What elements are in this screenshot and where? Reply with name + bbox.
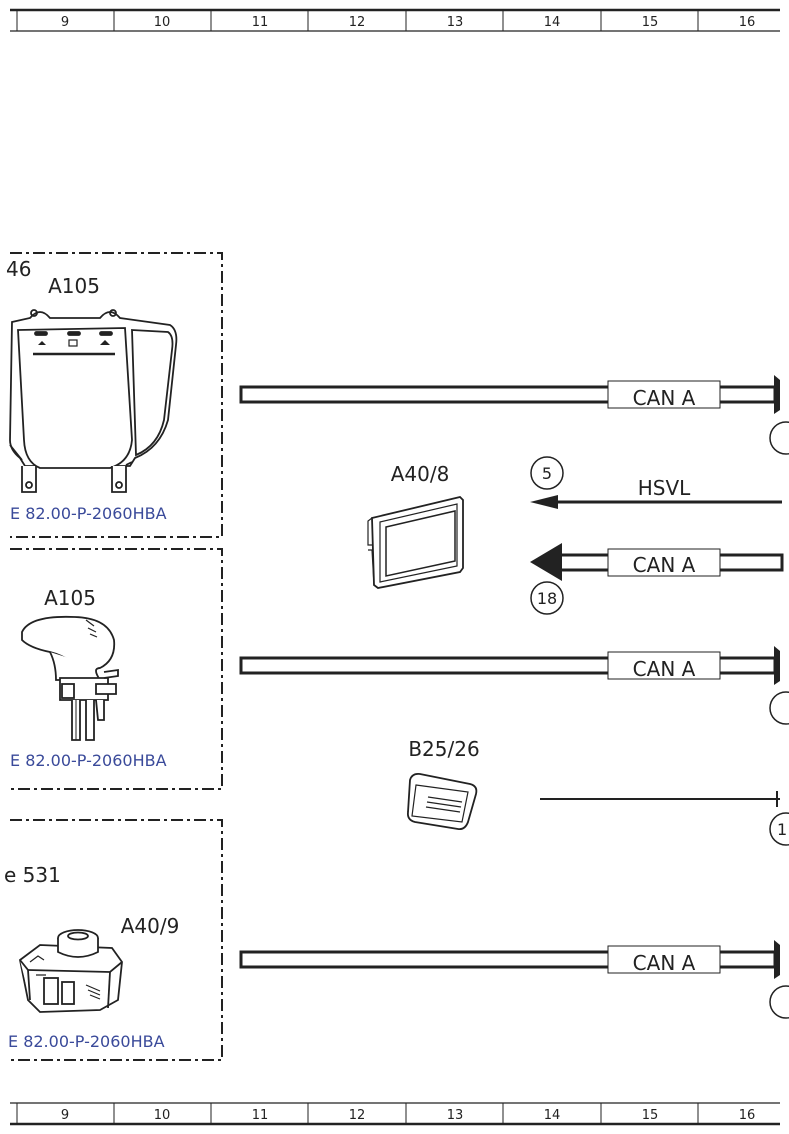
right-edge-markers: [769, 421, 789, 1019]
component-label: A105: [48, 274, 100, 298]
sensor-unit: B25/26: [406, 737, 780, 831]
ruler-label: 16: [739, 15, 756, 30]
can-label: CAN A: [633, 951, 696, 975]
display-screen-icon: [367, 496, 464, 589]
gear-selector-lever-icon: [21, 615, 119, 741]
ruler-label: 10: [154, 15, 171, 30]
can-label: CAN A: [633, 386, 696, 410]
can-bus-1: CAN A: [239, 375, 780, 414]
can-label: CAN A: [633, 553, 696, 577]
ruler-label: 11: [252, 15, 269, 30]
ruler-label: 12: [349, 15, 366, 30]
ruler-label: 9: [61, 15, 69, 30]
circle-marker: [769, 985, 789, 1019]
circle-marker: [769, 691, 789, 725]
can-label: CAN A: [633, 657, 696, 681]
circle-marker: [769, 421, 789, 455]
panel-top-label: e 531: [4, 863, 61, 887]
panel-a40-9: e 531 A40/9 E 82.00-P-2060HBA: [4, 863, 179, 1051]
display-unit: A40/8: [367, 462, 464, 589]
can-bus-4: CAN A: [239, 940, 780, 979]
doc-link[interactable]: E 82.00-P-2060HBA: [8, 1032, 165, 1051]
control-unit-icon: [19, 929, 123, 1013]
circle-marker: [530, 581, 564, 615]
component-label: A105: [44, 586, 96, 610]
ruler-label: 16: [739, 1108, 756, 1123]
can-bus-2: CAN A: [530, 543, 784, 581]
doc-link[interactable]: E 82.00-P-2060HBA: [10, 504, 167, 523]
ruler-label: 12: [349, 1108, 366, 1123]
panel-a105-overhead: 46 A105 E 82.00-P-2060HBA: [6, 257, 178, 523]
ruler-label: 13: [447, 1108, 464, 1123]
ruler-label: 14: [544, 15, 561, 30]
ruler-label: 10: [154, 1108, 171, 1123]
ruler-label: 15: [642, 15, 659, 30]
top-ruler: 9 10 11 12 13 14 15 16: [10, 8, 780, 32]
component-label: A40/8: [391, 462, 450, 486]
hsvl-label: HSVL: [638, 476, 691, 500]
sensor-icon: [406, 772, 478, 831]
circle-number: 1: [777, 820, 787, 839]
ruler-label: 11: [252, 1108, 269, 1123]
panel-a105-lever: A105 E 82.00-P-2060HBA: [10, 586, 167, 770]
circle-number: 5: [542, 464, 552, 483]
component-label: B25/26: [408, 737, 479, 761]
component-label: A40/9: [121, 914, 180, 938]
panel-top-label: 46: [6, 257, 31, 281]
circle-number: 18: [537, 589, 557, 608]
overhead-control-panel-icon: [9, 309, 178, 493]
ruler-label: 9: [61, 1108, 69, 1123]
ruler-label: 14: [544, 1108, 561, 1123]
ruler-label: 13: [447, 15, 464, 30]
panel-borders: [10, 252, 223, 1061]
ruler-label: 15: [642, 1108, 659, 1123]
bottom-ruler: 9 10 11 12 13 14 15 16: [10, 1102, 780, 1126]
can-bus-3: CAN A: [239, 646, 780, 685]
circle-marker: [769, 812, 789, 846]
doc-link[interactable]: E 82.00-P-2060HBA: [10, 751, 167, 770]
hsvl-signal: HSVL 5: [530, 456, 782, 509]
